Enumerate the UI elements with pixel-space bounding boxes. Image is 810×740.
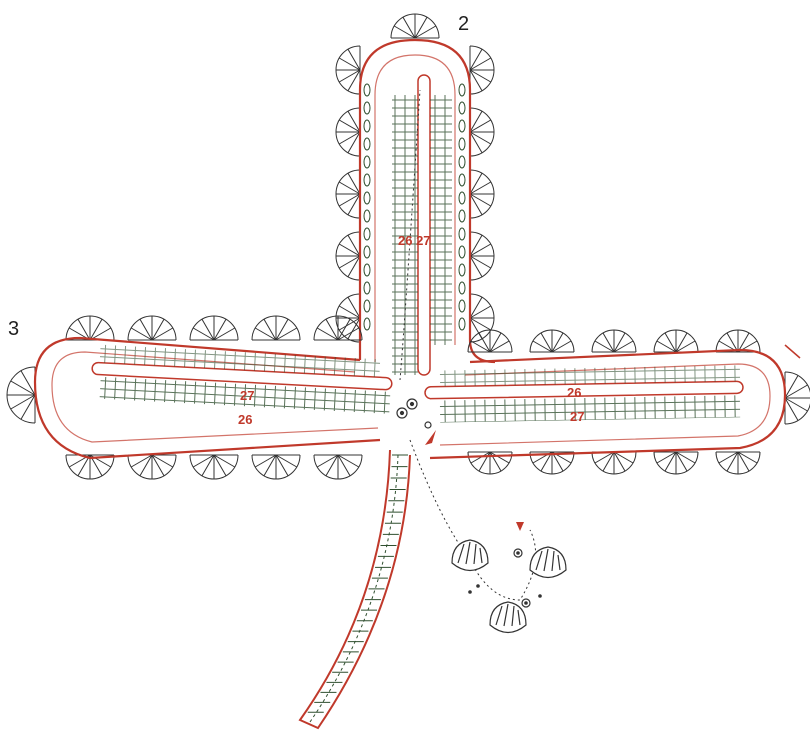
petal-top bbox=[336, 14, 495, 375]
stem-outline bbox=[300, 450, 410, 728]
row-marker-right-upper: 26 bbox=[567, 385, 581, 400]
row-marker-top: 26 27 bbox=[398, 233, 431, 248]
shell-motif-icon bbox=[530, 547, 566, 578]
ring-icon bbox=[397, 399, 530, 607]
petal-right bbox=[425, 330, 810, 474]
row-marker-right-lower: 27 bbox=[570, 409, 584, 424]
petal-label-left: 3 bbox=[8, 318, 19, 340]
stem bbox=[300, 450, 410, 728]
row-marker-left-lower: 26 bbox=[238, 412, 252, 427]
top-petal-outline bbox=[360, 40, 495, 362]
row-marker-left-upper: 27 bbox=[240, 388, 254, 403]
chain-dot-icon bbox=[468, 584, 542, 598]
shell-motif-icon bbox=[452, 540, 488, 571]
petal-label-top: 2 bbox=[458, 13, 469, 35]
start-arrow-icon bbox=[425, 430, 524, 531]
shell-motifs bbox=[452, 540, 566, 633]
join-dotted-line bbox=[410, 440, 536, 600]
petal-left bbox=[7, 316, 392, 479]
edge-mark bbox=[785, 345, 800, 358]
shell-motif-icon bbox=[490, 602, 526, 633]
